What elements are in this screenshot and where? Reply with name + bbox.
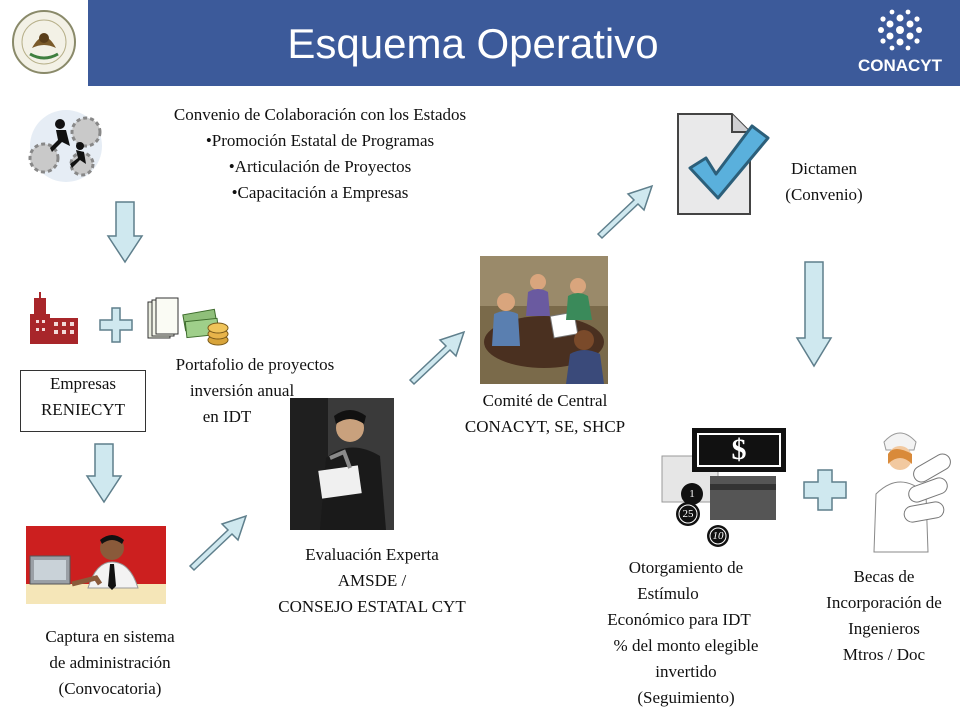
convenio-bullet: •Promoción Estatal de Programas bbox=[205, 131, 435, 150]
captura-line: Captura en sistema bbox=[45, 627, 175, 646]
captura-line: (Convocatoria) bbox=[58, 679, 162, 698]
checked-document-icon bbox=[672, 108, 772, 218]
otorgamiento-line: Otorgamiento de bbox=[628, 558, 744, 577]
coin-label: 1 bbox=[689, 488, 695, 500]
man-at-computer-icon bbox=[26, 526, 166, 604]
becas-text: Becas de Incorporación de Ingenieros Mtr… bbox=[806, 564, 960, 668]
comite-line: Comité de Central bbox=[482, 391, 608, 410]
conacyt-wordmark: CONACYT bbox=[857, 56, 943, 75]
arrow-down bbox=[85, 443, 123, 504]
comite-line: CONACYT, SE, SHCP bbox=[464, 417, 626, 436]
otorgamiento-text: Otorgamiento de Estímulo Económico para … bbox=[582, 555, 790, 711]
dictamen-line: Dictamen bbox=[790, 159, 858, 178]
factory-icon bbox=[26, 292, 82, 344]
arrow-down bbox=[795, 261, 833, 368]
mexico-seal-icon bbox=[10, 8, 78, 76]
evaluacion-text: Evaluación Experta AMSDE / CONSEJO ESTAT… bbox=[252, 542, 492, 620]
evaluacion-line: CONSEJO ESTATAL CYT bbox=[278, 597, 466, 616]
becas-line: Incorporación de bbox=[826, 593, 942, 612]
people-gears-icon bbox=[22, 102, 108, 186]
arrow-up-right bbox=[596, 184, 654, 240]
dictamen-line: (Convenio) bbox=[785, 185, 863, 204]
portafolio-text: Portafolio de proyectos inversión anual … bbox=[150, 352, 360, 430]
convenio-title: Convenio de Colaboración con los Estados bbox=[173, 105, 467, 124]
coin-label: 10 bbox=[712, 530, 724, 542]
empresas-line: RENIECYT bbox=[40, 400, 126, 419]
portafolio-line: inversión anual bbox=[189, 381, 295, 400]
page-title: Esquema Operativo bbox=[287, 20, 659, 67]
portafolio-line: Portafolio de proyectos bbox=[175, 355, 335, 374]
meeting-icon bbox=[480, 256, 608, 384]
otorgamiento-line: Estímulo bbox=[637, 584, 699, 603]
otorgamiento-line: (Seguimiento) bbox=[637, 688, 735, 707]
arrow-up-right bbox=[188, 514, 248, 572]
captura-line: de administración bbox=[49, 653, 171, 672]
arrow-down bbox=[106, 201, 144, 264]
becas-line: Ingenieros bbox=[848, 619, 920, 638]
becas-line: Becas de bbox=[853, 567, 915, 586]
plus-icon bbox=[803, 469, 847, 511]
dollar-symbol: $ bbox=[731, 433, 747, 466]
captura-text: Captura en sistema de administración (Co… bbox=[20, 624, 200, 702]
dictamen-text: Dictamen (Convenio) bbox=[764, 156, 884, 208]
empresas-box: Empresas RENIECYT bbox=[20, 370, 146, 432]
otorgamiento-line: % del monto elegible bbox=[613, 636, 759, 655]
arrow-up-right bbox=[408, 330, 466, 386]
documents-money-icon bbox=[146, 297, 230, 348]
otorgamiento-line: invertido bbox=[655, 662, 717, 681]
man-reading-icon bbox=[290, 398, 394, 530]
plus-icon bbox=[99, 307, 133, 343]
comite-text: Comité de Central CONACYT, SE, SHCP bbox=[430, 388, 660, 440]
portafolio-line: en IDT bbox=[202, 407, 252, 426]
coin-label: 25 bbox=[682, 508, 694, 520]
convenio-bullet: •Capacitación a Empresas bbox=[231, 183, 409, 202]
convenio-text: Convenio de Colaboración con los Estados… bbox=[120, 102, 520, 206]
becas-line: Mtros / Doc bbox=[842, 645, 926, 664]
engineer-icon bbox=[864, 424, 954, 553]
conacyt-logo bbox=[850, 8, 950, 84]
evaluacion-line: AMSDE / bbox=[337, 571, 407, 590]
title-band bbox=[88, 0, 960, 86]
empresas-line: Empresas bbox=[49, 374, 117, 393]
evaluacion-line: Evaluación Experta bbox=[305, 545, 439, 564]
otorgamiento-line: Económico para IDT bbox=[607, 610, 751, 629]
money-icon: $ 1 25 10 bbox=[658, 428, 788, 552]
convenio-bullet: •Articulación de Proyectos bbox=[228, 157, 412, 176]
